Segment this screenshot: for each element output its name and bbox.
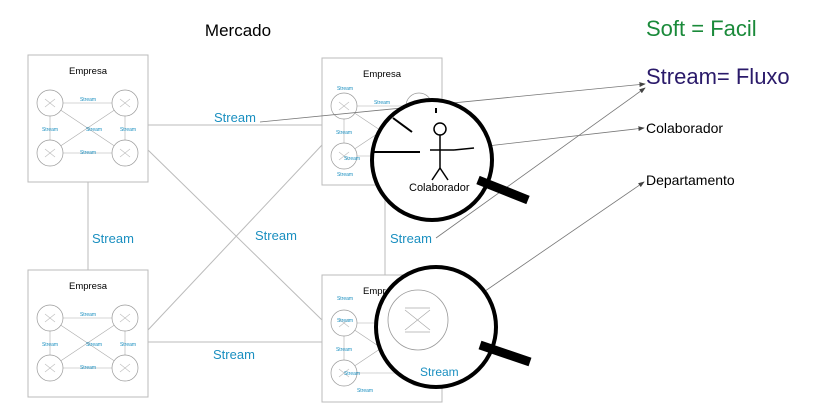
mini-stream-label: Stream bbox=[86, 342, 102, 348]
mini-stream-label: Stream bbox=[337, 296, 353, 302]
stream-label-top: Stream bbox=[214, 110, 256, 125]
mini-stream-label: Stream bbox=[344, 371, 360, 377]
magnifier-departamento-icon: Stream bbox=[374, 265, 532, 389]
diagram-title: Mercado bbox=[205, 21, 271, 40]
company-box: Empresa bbox=[27, 269, 149, 398]
mini-stream-label: Stream bbox=[80, 150, 96, 156]
legend-colaborador: Colaborador bbox=[646, 120, 723, 136]
stream-label-right: Stream bbox=[390, 231, 432, 246]
mini-stream-label: Stream bbox=[80, 312, 96, 318]
legend-stream: Stream= Fluxo bbox=[646, 64, 790, 89]
mini-stream-label: Stream bbox=[336, 347, 352, 353]
magnifier-colaborador-label: Colaborador bbox=[409, 182, 470, 194]
stream-label-center: Stream bbox=[255, 228, 297, 243]
magnifier-colaborador-icon: Colaborador bbox=[370, 98, 530, 222]
department-node bbox=[330, 92, 358, 120]
company-label: Empresa bbox=[363, 69, 402, 80]
department-node bbox=[330, 309, 358, 337]
department-node bbox=[111, 354, 139, 382]
stream-label-left: Stream bbox=[92, 231, 134, 246]
company-box: Empresa bbox=[27, 54, 149, 183]
mini-stream-label: Stream bbox=[374, 100, 390, 106]
company-label: Empresa bbox=[69, 281, 108, 292]
company-label: Empresa bbox=[69, 66, 108, 77]
mini-stream-label: Stream bbox=[336, 130, 352, 136]
legend-soft: Soft = Facil bbox=[646, 16, 757, 41]
department-node bbox=[111, 139, 139, 167]
magnifier-stream-label: Stream bbox=[420, 365, 459, 379]
department-node bbox=[111, 304, 139, 332]
mini-stream-label: Stream bbox=[337, 86, 353, 92]
mini-stream-label: Stream bbox=[344, 156, 360, 162]
mini-stream-label: Stream bbox=[337, 172, 353, 178]
mini-stream-label: Stream bbox=[80, 97, 96, 103]
department-node bbox=[36, 304, 64, 332]
mini-stream-label: Stream bbox=[86, 127, 102, 133]
mini-stream-label: Stream bbox=[42, 127, 58, 133]
department-node bbox=[330, 142, 358, 170]
mini-stream-label: Stream bbox=[42, 342, 58, 348]
department-node bbox=[111, 89, 139, 117]
mini-stream-label: Stream bbox=[337, 318, 353, 324]
department-node bbox=[36, 354, 64, 382]
department-node bbox=[36, 89, 64, 117]
department-node bbox=[330, 359, 358, 387]
mini-stream-label: Stream bbox=[80, 365, 96, 371]
department-node bbox=[36, 139, 64, 167]
stream-label-bottom: Stream bbox=[213, 347, 255, 362]
legend-departamento: Departamento bbox=[646, 172, 735, 188]
mini-stream-label: Stream bbox=[120, 342, 136, 348]
mini-stream-label: Stream bbox=[357, 388, 373, 394]
mini-stream-label: Stream bbox=[120, 127, 136, 133]
company-label: Empresa bbox=[363, 286, 402, 297]
